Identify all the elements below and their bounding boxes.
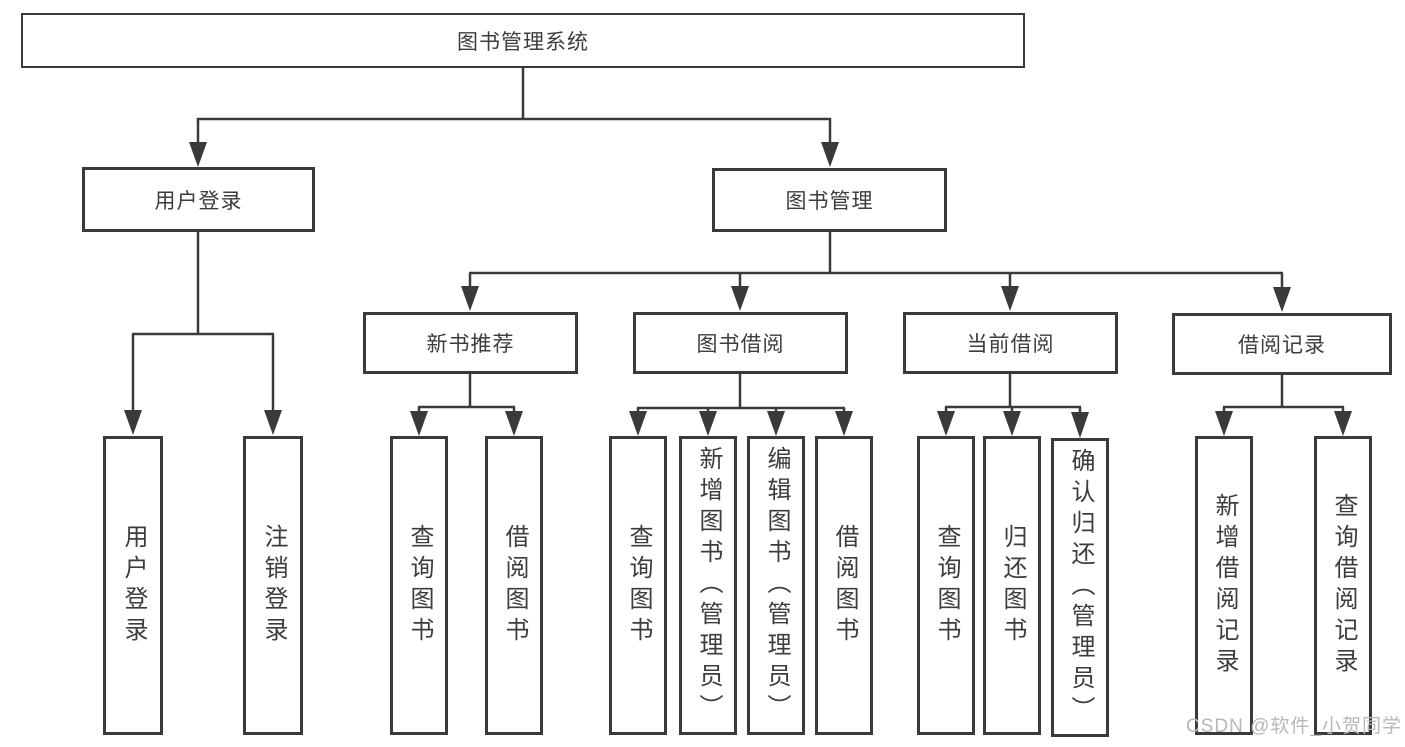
node-root: 图书管理系统	[21, 13, 1025, 68]
leaf-borrow-book-recommend-label: 借阅图书	[501, 523, 528, 648]
leaf-user-login-label: 用户登录	[120, 523, 147, 648]
leaf-edit-book-admin-label: 编辑图书（管理员）	[763, 446, 790, 725]
leaf-edit-book-admin: 编辑图书（管理员）	[747, 436, 805, 735]
leaf-query-book-borrow: 查询图书	[609, 436, 667, 735]
node-user-login: 用户登录	[82, 167, 315, 232]
leaf-query-borrow-record: 查询借阅记录	[1314, 436, 1372, 735]
leaf-query-borrow-record-label: 查询借阅记录	[1330, 492, 1357, 679]
leaf-add-book-admin-label: 新增图书（管理员）	[695, 446, 722, 725]
leaf-query-book-recommend: 查询图书	[390, 436, 448, 735]
leaf-logout-label: 注销登录	[260, 523, 287, 648]
node-book-management-label: 图书管理	[785, 190, 874, 213]
leaf-borrow-book-recommend: 借阅图书	[485, 436, 543, 735]
node-user-login-label: 用户登录	[154, 189, 243, 213]
node-new-book-recommend-label: 新书推荐	[426, 333, 515, 356]
leaf-query-book-recommend-label: 查询图书	[406, 523, 433, 648]
node-new-book-recommend: 新书推荐	[363, 312, 578, 374]
leaf-return-book-label: 归还图书	[999, 523, 1026, 648]
node-current-borrow: 当前借阅	[903, 312, 1118, 374]
leaf-confirm-return-admin: 确认归还（管理员）	[1051, 438, 1109, 737]
node-root-label: 图书管理系统	[457, 30, 589, 54]
leaf-logout: 注销登录	[243, 436, 303, 735]
node-book-borrow-label: 图书借阅	[696, 333, 785, 356]
node-current-borrow-label: 当前借阅	[966, 333, 1055, 356]
leaf-return-book: 归还图书	[983, 436, 1041, 735]
leaf-query-book-current: 查询图书	[917, 436, 975, 735]
leaf-query-book-current-label: 查询图书	[933, 523, 960, 648]
node-book-borrow: 图书借阅	[633, 312, 848, 374]
leaf-add-borrow-record: 新增借阅记录	[1195, 436, 1253, 735]
node-book-management: 图书管理	[712, 168, 947, 232]
leaf-add-book-admin: 新增图书（管理员）	[679, 436, 737, 735]
csdn-watermark: CSDN @软件_小贺同学	[1186, 716, 1402, 737]
leaf-add-borrow-record-label: 新增借阅记录	[1211, 492, 1238, 679]
node-borrow-records-label: 借阅记录	[1238, 334, 1326, 357]
leaf-query-book-borrow-label: 查询图书	[625, 523, 652, 648]
leaf-user-login: 用户登录	[103, 436, 163, 735]
node-borrow-records: 借阅记录	[1172, 313, 1392, 375]
leaf-borrow-book: 借阅图书	[815, 436, 873, 735]
leaf-borrow-book-label: 借阅图书	[831, 523, 858, 648]
leaf-confirm-return-admin-label: 确认归还（管理员）	[1067, 448, 1094, 727]
